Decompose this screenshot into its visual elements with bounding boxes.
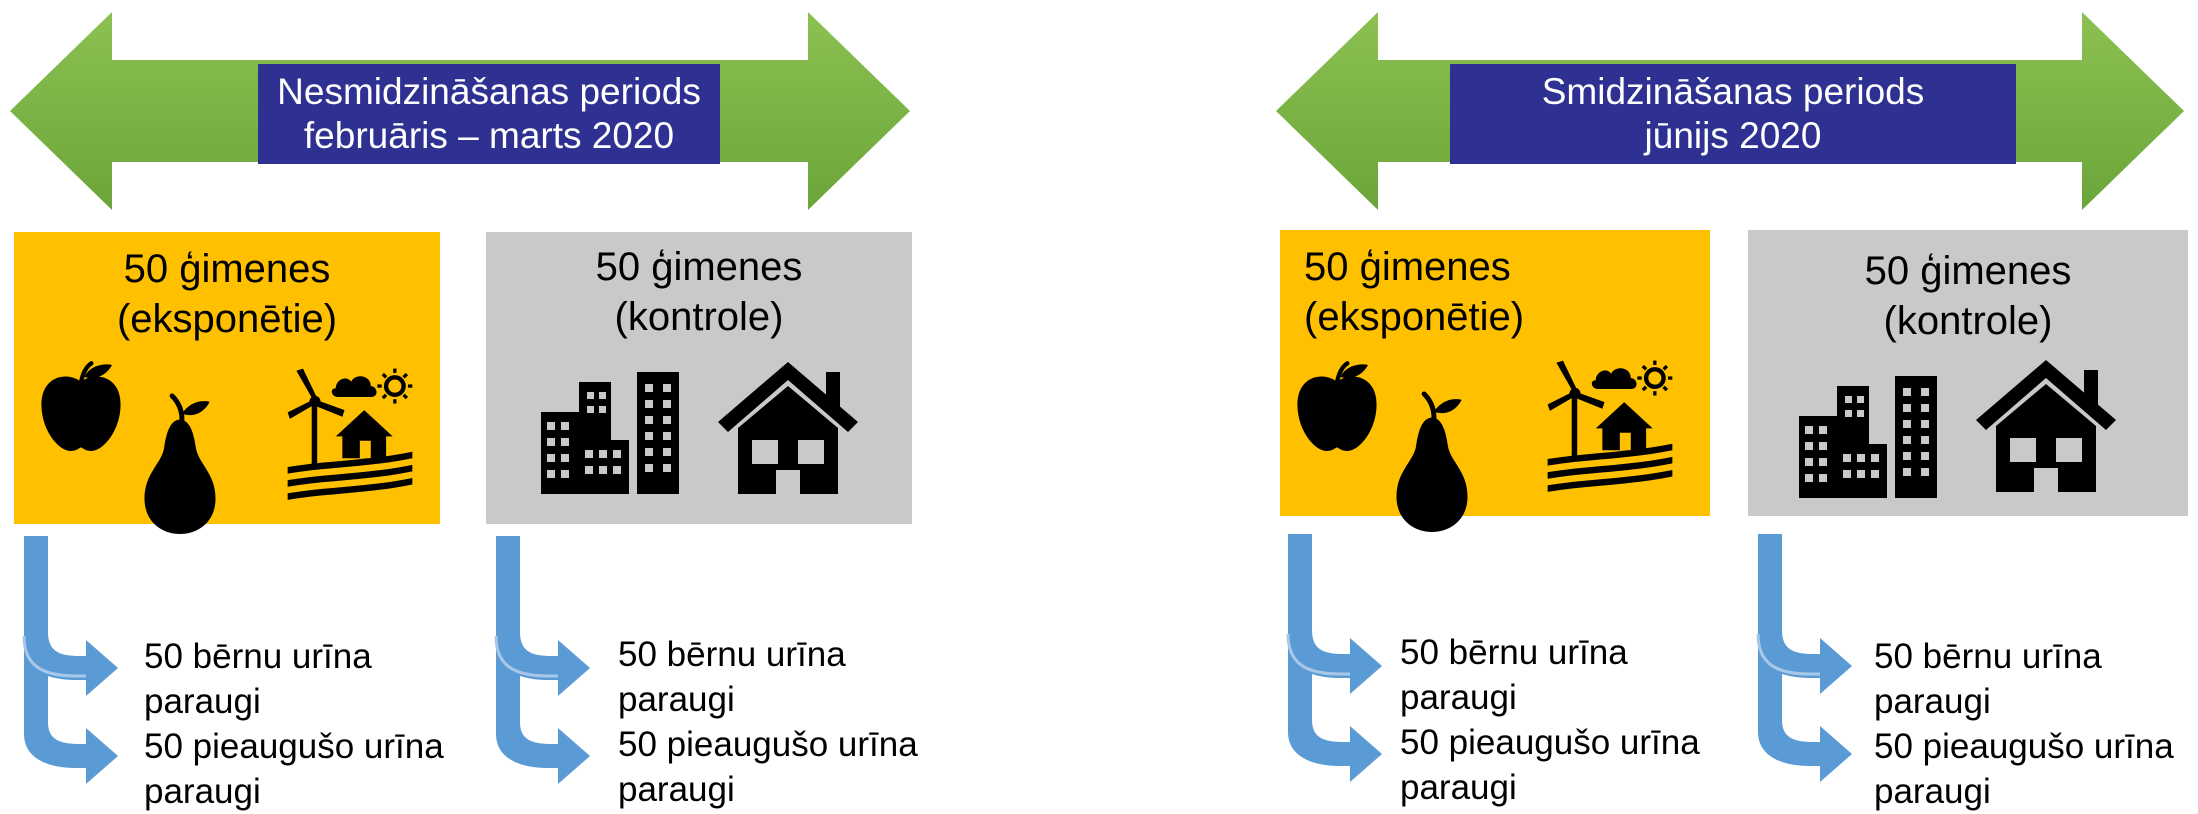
period-dates: jūnijs 2020: [1644, 115, 1822, 156]
adult-samples: 50 pieaugušo urīna: [1400, 723, 1700, 762]
adult-samples: 50 pieaugušo urīna: [1874, 727, 2174, 766]
farm-icon: [1540, 354, 1680, 494]
period-label-nonspraying: Nesmidzināšanas periods februāris – mart…: [258, 64, 720, 164]
control-group-title: 50 ģimenes (kontrole): [1864, 249, 2072, 343]
sample-split-arrow: [494, 534, 592, 786]
exposed-group-title: 50 ģimenes (eksponētie): [116, 247, 338, 341]
farm-icon: [280, 362, 420, 502]
city-buildings-icon: [1799, 376, 1937, 498]
adult-samples: 50 pieaugušo urīna: [144, 727, 444, 766]
house-icon: [718, 362, 858, 494]
sample-split-arrow: [1286, 532, 1384, 784]
sample-split-arrow: [1756, 532, 1854, 784]
children-samples: 50 bērnu urīna: [1874, 637, 2102, 676]
children-samples: 50 bērnu urīna: [1400, 633, 1628, 672]
period-label-spraying: Smidzināšanas periods jūnijs 2020: [1450, 64, 2016, 164]
apple-icon: [1294, 354, 1380, 462]
samples-list: 50 bērnu urīna paraugi 50 pieaugušo urīn…: [1400, 630, 1740, 810]
sample-split-arrow: [22, 534, 120, 786]
period-dates: februāris – marts 2020: [303, 115, 675, 156]
samples-list: 50 bērnu urīna paraugi 50 pieaugušo urīn…: [1874, 634, 2194, 814]
samples-list: 50 bērnu urīna paraugi 50 pieaugušo urīn…: [144, 634, 484, 814]
house-icon: [1976, 360, 2116, 492]
exposed-group-title: 50 ģimenes (eksponētie): [1304, 245, 1525, 339]
children-samples: 50 bērnu urīna: [144, 637, 372, 676]
pear-icon: [1392, 388, 1472, 534]
adult-samples: 50 pieaugušo urīna: [618, 725, 918, 764]
period-title: Smidzināšanas periods: [1541, 71, 1925, 112]
apple-icon: [38, 354, 124, 462]
period-title: Nesmidzināšanas periods: [277, 71, 701, 112]
pear-icon: [140, 390, 220, 536]
control-group-title: 50 ģimenes (kontrole): [595, 245, 803, 339]
city-buildings-icon: [541, 372, 679, 494]
children-samples: 50 bērnu urīna: [618, 635, 846, 674]
samples-list: 50 bērnu urīna paraugi 50 pieaugušo urīn…: [618, 632, 958, 812]
